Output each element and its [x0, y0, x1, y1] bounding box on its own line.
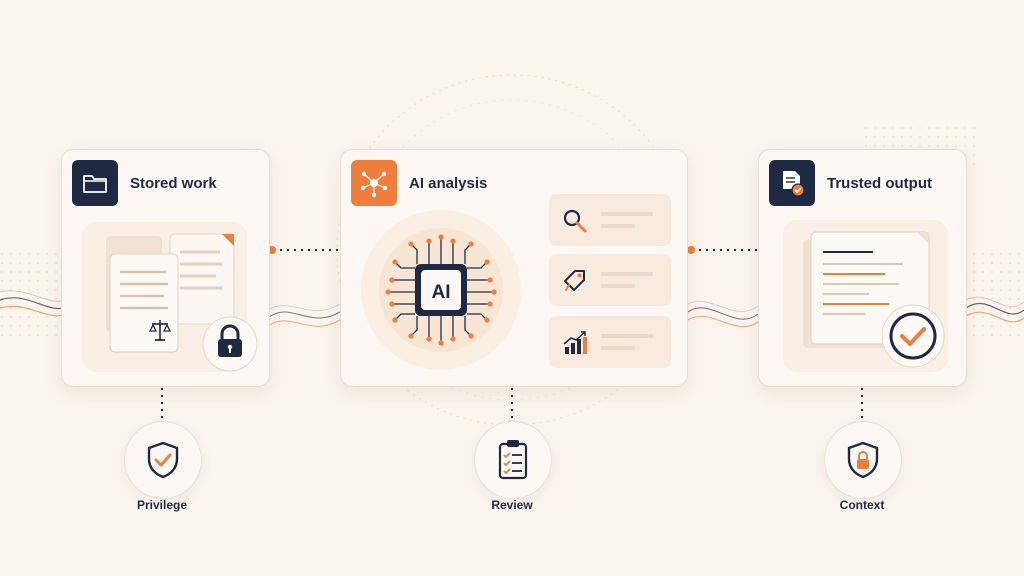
context-node: [824, 421, 902, 499]
folder-icon: [72, 160, 118, 206]
connector-stored-to-privilege: [161, 388, 163, 420]
ai-analysis-card: AI analysis: [340, 149, 688, 387]
ai-analysis-header: AI analysis: [351, 160, 487, 206]
context-label: Context: [839, 498, 885, 512]
clipboard-checklist-icon: [498, 440, 528, 480]
connector-ai-to-output: [687, 246, 758, 254]
trusted-output-title: Trusted output: [827, 174, 932, 192]
analysis-item-chart: [549, 316, 671, 368]
scales-of-justice-icon: [148, 320, 172, 341]
ai-chip-label: AI: [432, 282, 451, 303]
connector-stored-to-ai: [268, 246, 340, 254]
padlock-icon: [202, 316, 258, 372]
trusted-output-illustration: [783, 220, 948, 372]
review-label: Review: [491, 498, 533, 512]
analysis-item-tag: [549, 254, 671, 306]
shield-check-icon: [147, 441, 179, 479]
shield-lock-icon: [847, 441, 879, 479]
stored-work-header: Stored work: [72, 160, 217, 206]
stored-work-title: Stored work: [130, 174, 217, 192]
privilege-node: [124, 421, 202, 499]
connector-output-to-context: [861, 388, 863, 420]
analysis-item-search: [549, 194, 671, 246]
ai-analysis-title: AI analysis: [409, 174, 488, 192]
magnifier-icon: [563, 209, 587, 233]
ai-chip-illustration: AI: [361, 210, 521, 370]
stored-work-card: Stored work: [61, 149, 270, 387]
check-badge-icon: [881, 304, 945, 368]
bar-chart-icon: [563, 331, 587, 354]
connector-ai-to-review: [511, 388, 513, 420]
review-node: [474, 421, 552, 499]
stored-documents-illustration: [82, 222, 258, 372]
privilege-label: Privilege: [136, 498, 188, 512]
tag-icon: [564, 270, 585, 291]
network-hub-icon: [351, 160, 397, 206]
trusted-output-header: Trusted output: [769, 160, 932, 206]
verified-document-icon: [769, 160, 815, 206]
trusted-output-card: Trusted output: [758, 149, 967, 387]
